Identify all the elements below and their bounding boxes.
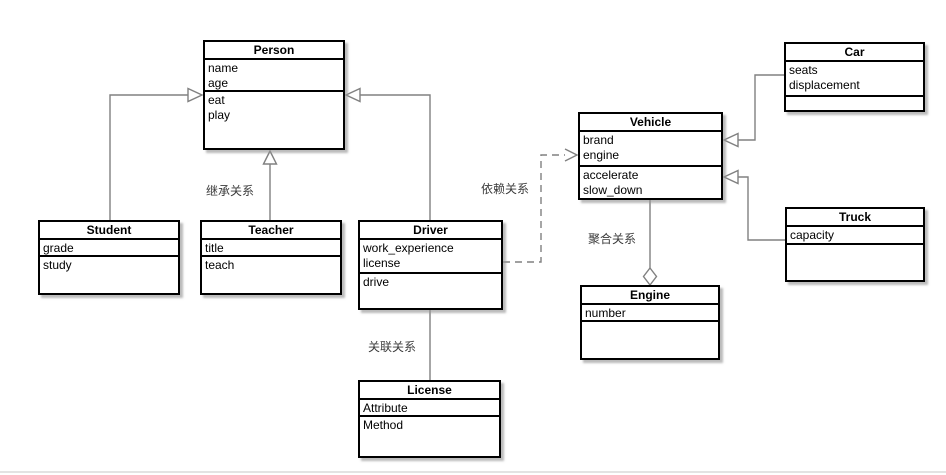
attribute: seats (789, 63, 818, 77)
open-arrow-icon (564, 148, 579, 162)
class-student-attributes: grade (40, 240, 178, 257)
attribute: work_experience (363, 241, 454, 255)
edge-car-vehicle-inheritance[interactable] (722, 74, 784, 148)
edge-teacher-person-inheritance[interactable] (262, 149, 278, 220)
edge-label-inheritance[interactable]: 继承关系 (206, 184, 255, 198)
edge-driver-vehicle-dependency[interactable] (503, 148, 579, 263)
class-truck[interactable]: Truck capacity (785, 207, 925, 282)
inheritance-arrow-icon (722, 169, 739, 185)
edge-label-dependency[interactable]: 依赖关系 (481, 182, 530, 196)
attribute: engine (583, 148, 620, 162)
class-car-methods (786, 97, 923, 110)
method: slow_down (583, 183, 643, 197)
class-license[interactable]: License Attribute Method (358, 380, 501, 458)
canvas-bottom-edge (0, 471, 946, 473)
aggregation-diamond-icon (642, 266, 658, 287)
class-license-title: License (360, 382, 499, 400)
class-teacher-methods: teach (202, 257, 340, 293)
class-vehicle-attributes: brand engine (580, 132, 721, 167)
class-truck-title: Truck (787, 209, 923, 227)
edge-student-person-inheritance[interactable] (109, 87, 204, 221)
class-student-title: Student (40, 222, 178, 240)
attribute: age (208, 76, 229, 90)
edge-vehicle-engine-aggregation[interactable] (642, 200, 658, 287)
class-teacher-title: Teacher (202, 222, 340, 240)
inheritance-arrow-icon (344, 87, 361, 103)
attribute: grade (43, 241, 74, 255)
method: Method (363, 418, 404, 432)
edge-label-aggregation[interactable]: 聚合关系 (588, 232, 637, 246)
class-person[interactable]: Person name age eat play (203, 40, 345, 150)
edge-truck-vehicle-inheritance[interactable] (722, 169, 785, 241)
class-license-attributes: Attribute (360, 400, 499, 417)
attribute: capacity (790, 228, 835, 242)
method: drive (363, 275, 390, 289)
attribute: title (205, 241, 224, 255)
class-engine-title: Engine (582, 287, 718, 305)
class-car-attributes: seats displacement (786, 62, 923, 97)
method: eat (208, 93, 225, 107)
class-engine-methods (582, 322, 718, 358)
class-driver-title: Driver (360, 222, 501, 240)
class-truck-attributes: capacity (787, 227, 923, 245)
attribute: license (363, 256, 401, 270)
class-license-methods: Method (360, 417, 499, 456)
class-vehicle-methods: accelerate slow_down (580, 167, 721, 198)
attribute: number (585, 306, 626, 320)
method: accelerate (583, 168, 639, 182)
class-teacher[interactable]: Teacher title teach (200, 220, 342, 295)
class-driver[interactable]: Driver work_experience license drive (358, 220, 503, 310)
class-student-methods: study (40, 257, 178, 293)
attribute: Attribute (363, 401, 408, 415)
method: play (208, 108, 231, 122)
class-driver-attributes: work_experience license (360, 240, 501, 274)
method: study (43, 258, 72, 272)
class-engine[interactable]: Engine number (580, 285, 720, 360)
class-truck-methods (787, 245, 923, 280)
class-teacher-attributes: title (202, 240, 340, 257)
edge-label-association[interactable]: 关联关系 (368, 340, 417, 354)
class-driver-methods: drive (360, 274, 501, 308)
class-engine-attributes: number (582, 305, 718, 322)
method: teach (205, 258, 235, 272)
attribute: brand (583, 133, 614, 147)
inheritance-arrow-icon (262, 149, 278, 165)
class-person-methods: eat play (205, 92, 343, 148)
class-person-title: Person (205, 42, 343, 60)
class-person-attributes: name age (205, 60, 343, 92)
class-vehicle-title: Vehicle (580, 114, 721, 132)
class-vehicle[interactable]: Vehicle brand engine accelerate slow_dow… (578, 112, 723, 200)
attribute: displacement (789, 78, 860, 92)
class-student[interactable]: Student grade study (38, 220, 180, 295)
class-car-title: Car (786, 44, 923, 62)
inheritance-arrow-icon (187, 87, 204, 103)
inheritance-arrow-icon (722, 132, 739, 148)
attribute: name (208, 61, 239, 75)
class-car[interactable]: Car seats displacement (784, 42, 925, 112)
edge-driver-person-inheritance[interactable] (344, 87, 431, 221)
